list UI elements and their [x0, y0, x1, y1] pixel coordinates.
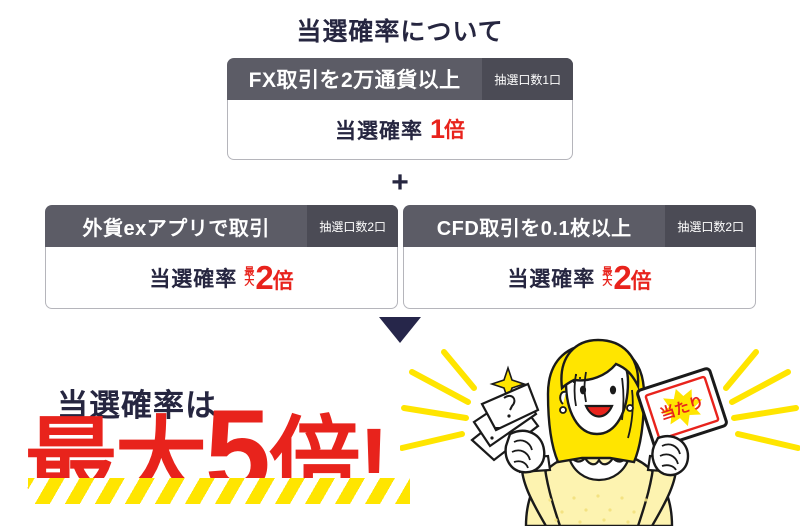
winning-ticket-card: 当たり: [636, 367, 728, 449]
win-rate-number-app: 2: [255, 259, 273, 296]
max-prefix-top-app: 最: [244, 266, 255, 278]
max-prefix-cfd: 最 大: [602, 266, 613, 288]
win-rate-line-app: 当選確率 最 大 2 倍: [149, 261, 293, 294]
win-rate-value-fx: 1 倍: [430, 116, 465, 143]
win-rate-line-cfd: 当選確率 最 大 2 倍: [507, 261, 651, 294]
condition-body-fx: 当選確率 1 倍: [227, 100, 573, 160]
max-prefix-top-cfd: 最: [602, 266, 613, 278]
hand-right-fingers: [659, 443, 681, 471]
win-rate-label-app: 当選確率: [149, 267, 238, 291]
win-rate-number-cfd: 2: [613, 259, 631, 296]
max-prefix-bottom-app: 大: [244, 276, 255, 288]
lottery-entries-badge-app: 抽選口数2口: [307, 205, 398, 247]
hand-left-fingers: [511, 439, 533, 469]
max-prefix-app: 最 大: [244, 266, 255, 288]
mouth: [584, 404, 614, 418]
yellow-stripe-band: [28, 478, 410, 504]
condition-body-app: 当選確率 最 大 2 倍: [45, 247, 398, 309]
plus-connector-icon: +: [391, 166, 409, 199]
win-rate-number-fx: 1: [429, 114, 445, 144]
condition-card-fx: FX取引を2万通貨以上 抽選口数1口 当選確率 1 倍: [227, 58, 573, 160]
win-rate-value-cfd: 最 大 2 倍: [602, 261, 651, 294]
result-lead-text: 当選確率は: [57, 388, 217, 423]
condition-card-app: 外貨exアプリで取引 抽選口数2口 当選確率 最 大 2 倍: [45, 205, 398, 309]
lottery-tickets: [470, 382, 540, 462]
down-arrow-icon: [379, 317, 421, 343]
win-rate-value-app: 最 大 2 倍: [244, 261, 293, 294]
win-rate-line-fx: 当選確率 1 倍: [335, 115, 465, 145]
win-rate-unit-app: 倍: [272, 270, 294, 293]
condition-card-cfd: CFD取引を0.1枚以上 抽選口数2口 当選確率 最 大 2 倍: [403, 205, 756, 309]
condition-body-cfd: 当選確率 最 大 2 倍: [403, 247, 756, 309]
earring-left: [559, 406, 567, 414]
max-prefix-bottom-cfd: 大: [602, 276, 613, 288]
condition-title-app: 外貨exアプリで取引: [82, 217, 270, 240]
eye-left: [579, 385, 587, 395]
shirt-texture: [548, 494, 648, 524]
condition-header-cfd: CFD取引を0.1枚以上 抽選口数2口: [403, 205, 756, 247]
eye-right: [609, 385, 617, 395]
lottery-entries-badge-cfd: 抽選口数2口: [665, 205, 756, 247]
win-rate-unit-fx: 倍: [444, 119, 466, 142]
ear-left: [559, 390, 567, 405]
condition-title-cfd: CFD取引を0.1枚以上: [436, 217, 632, 240]
win-rate-label-fx: 当選確率: [334, 119, 423, 143]
hair-front: [560, 338, 640, 391]
condition-header-app: 外貨exアプリで取引 抽選口数2口: [45, 205, 398, 247]
earring-right: [626, 404, 634, 412]
radiating-rays-icon: [400, 349, 800, 451]
win-rate-unit-cfd: 倍: [630, 270, 652, 293]
lottery-entries-badge-fx: 抽選口数1口: [482, 58, 573, 100]
ticket-marks: [490, 394, 516, 440]
freckles: [572, 373, 582, 384]
condition-title-fx: FX取引を2万通貨以上: [248, 69, 461, 92]
win-rate-label-cfd: 当選確率: [507, 267, 596, 291]
celebration-illustration: 当たり: [400, 330, 800, 526]
condition-header-fx: FX取引を2万通貨以上 抽選口数1口: [227, 58, 573, 100]
page-title: 当選確率について: [296, 18, 504, 46]
